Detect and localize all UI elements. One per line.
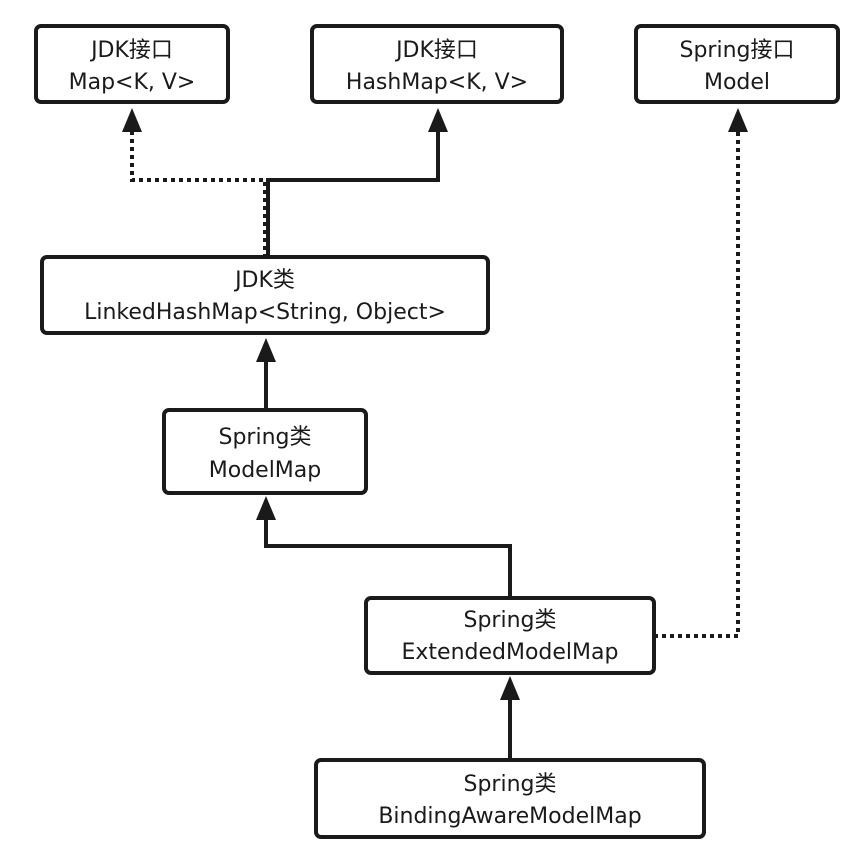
node-jdk-map: JDK接口 Map<K, V> — [34, 24, 230, 104]
node-box — [364, 596, 656, 675]
node-box — [34, 24, 230, 104]
node-type-name: ExtendedModelMap — [402, 640, 619, 665]
arrowhead-map — [122, 108, 142, 132]
node-type-name: Map<K, V> — [69, 70, 196, 95]
node-type-name: BindingAwareModelMap — [378, 804, 641, 829]
node-box — [310, 24, 564, 104]
node-jdk-hashmap: JDK接口 HashMap<K, V> — [310, 24, 564, 104]
node-type-name: Model — [704, 70, 770, 95]
arrowhead-model — [728, 108, 748, 132]
node-extended-model-map: Spring类 ExtendedModelMap — [364, 596, 656, 675]
edge-linkedhashmap-to-map — [130, 132, 267, 258]
edge-extendedmodelmap-to-modelmap — [264, 520, 512, 598]
node-linked-hashmap: JDK类 LinkedHashMap<String, Object> — [40, 255, 490, 335]
node-type-name: LinkedHashMap<String, Object> — [84, 300, 446, 325]
node-title: JDK接口 — [394, 38, 478, 63]
node-spring-model: Spring接口 Model — [634, 24, 840, 104]
node-title: JDK类 — [233, 268, 295, 293]
node-box — [40, 255, 490, 335]
edge-linkedhashmap-to-hashmap — [266, 132, 440, 258]
node-title: Spring接口 — [680, 38, 795, 63]
edge-extendedmodelmap-to-model — [654, 132, 740, 638]
node-title: Spring类 — [464, 772, 557, 797]
node-box — [162, 408, 368, 495]
arrowhead-modelmap — [256, 496, 276, 520]
arrowhead-linkedhashmap — [256, 338, 276, 362]
node-title: Spring类 — [219, 425, 312, 450]
node-title: JDK接口 — [89, 38, 173, 63]
arrowhead-hashmap — [428, 108, 448, 132]
edges — [122, 108, 748, 760]
arrowhead-extendedmodelmap — [500, 676, 520, 700]
node-title: Spring类 — [464, 608, 557, 633]
node-type-name: HashMap<K, V> — [346, 70, 528, 95]
node-type-name: ModelMap — [209, 458, 321, 483]
node-box — [634, 24, 840, 104]
node-model-map: Spring类 ModelMap — [162, 408, 368, 495]
node-box — [314, 758, 706, 839]
node-binding-aware-model-map: Spring类 BindingAwareModelMap — [314, 758, 706, 839]
